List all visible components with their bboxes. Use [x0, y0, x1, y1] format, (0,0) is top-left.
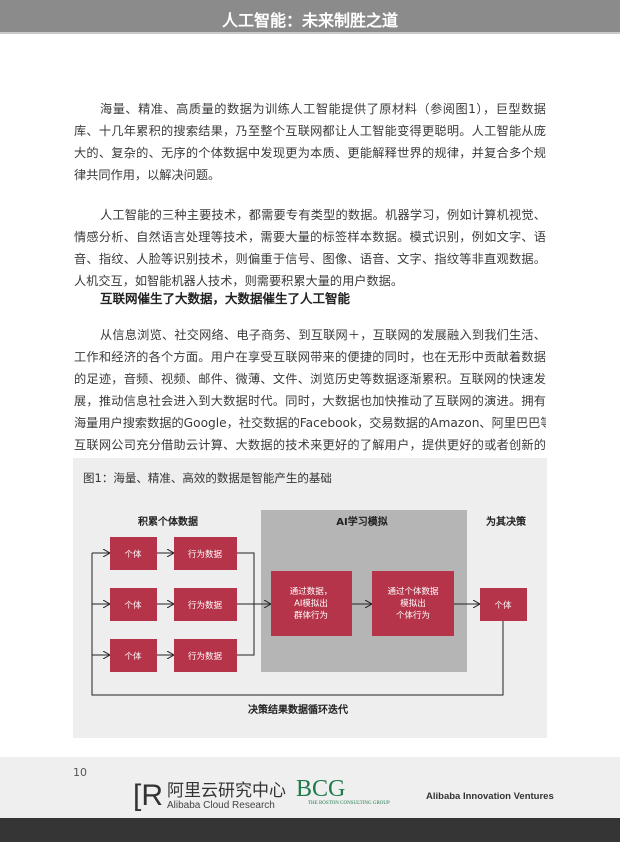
- text-line: 海量用户搜索数据的Google，社交数据的Facebook，交易数据的Amazo…: [74, 416, 546, 430]
- box-label: 行为数据: [188, 549, 223, 560]
- behavior-box-1: [174, 537, 237, 570]
- box-label: 个体: [124, 651, 142, 662]
- text-line: 大的、复杂的、无序的个体数据中发现更为本质、更能解释世界的规律，并复合多个规: [74, 146, 546, 160]
- text-line: 库、十几年累积的搜索结果，乃至整个互联网都让人工智能变得更聪明。人工智能从庞: [74, 124, 546, 138]
- section-label-left: 积累个体数据: [138, 515, 198, 528]
- text-line: 律共同作用，以解决问题。: [74, 168, 221, 182]
- box-label: 行为数据: [188, 600, 223, 611]
- paragraph-2: 人工智能的三种主要技术，都需要专有类型的数据。机器学习，例如计算机视觉、 情感分…: [74, 204, 546, 292]
- box-label: 个体: [124, 549, 142, 560]
- individual-simulation-box: [372, 571, 454, 636]
- loop-line: [91, 553, 504, 696]
- text-line: 人工智能的三种主要技术，都需要专有类型的数据。机器学习，例如计算机视觉、: [100, 208, 546, 222]
- page-number: 10: [73, 766, 87, 779]
- group-simulation-box: [271, 571, 352, 636]
- box-label: 个体: [494, 600, 512, 611]
- text-line: 音、指纹、人脸等识别技术，则偏重于信号、图像、语音、文字、指纹等非直观数据。: [74, 252, 546, 266]
- text-line: 海量、精准、高质量的数据为训练人工智能提供了原材料（参阅图1），巨型数据: [100, 102, 546, 116]
- text-line: 人机交互，如智能机器人技术，则需要积累大量的用户数据。: [74, 274, 404, 288]
- text-line: 展，推动信息社会进入到大数据时代。同时，大数据也加快推动了互联网的演进。拥有: [74, 394, 546, 408]
- bcg-mark: BCG: [296, 776, 346, 802]
- behavior-box-2: [174, 588, 237, 621]
- section-heading: 互联网催生了大数据，大数据催生了人工智能: [100, 291, 351, 306]
- bcg-subtitle: THE BOSTON CONSULTING GROUP: [308, 801, 390, 806]
- decision-individual-box: [480, 588, 527, 621]
- aiv-logo: Alibaba Innovation Ventures: [426, 791, 554, 802]
- box-label: 群体行为: [294, 610, 328, 621]
- header-bar: 人工智能：未来制胜之道: [0, 0, 620, 34]
- individual-box-2: [110, 588, 157, 621]
- box-label: 通过数据，: [290, 586, 333, 597]
- individual-box-3: [110, 639, 157, 672]
- r-logo-icon: [R: [133, 779, 163, 812]
- text-line: 工作和经济的各个方面。用户在享受互联网带来的便捷的同时，也在无形中贡献着数据: [74, 350, 546, 364]
- box-label: 个体: [124, 600, 142, 611]
- text-line: 情感分析、自然语言处理等技术，需要大量的标签样本数据。模式识别，例如文字、语: [74, 230, 546, 244]
- header-title: 人工智能：未来制胜之道: [221, 11, 398, 30]
- figure-1: 图1：海量、精准、高效的数据是智能产生的基础 积累个体数据 AI学习模拟 为其决…: [73, 458, 547, 738]
- bottom-bar: [0, 818, 620, 842]
- loop-label: 决策结果数据循环迭代: [248, 703, 348, 716]
- behavior-box-3: [174, 639, 237, 672]
- box-label: 个体行为: [396, 610, 430, 621]
- text-line: 从信息浏览、社交网络、电子商务、到互联网＋，互联网的发展融入到我们生活、: [100, 328, 546, 342]
- box-label: AI模拟出: [294, 598, 328, 609]
- figure-title: 图1：海量、精准、高效的数据是智能产生的基础: [83, 471, 332, 485]
- paragraph-1: 海量、精准、高质量的数据为训练人工智能提供了原材料（参阅图1），巨型数据 库、十…: [74, 98, 546, 186]
- paragraph-3: 从信息浏览、社交网络、电子商务、到互联网＋，互联网的发展融入到我们生活、 工作和…: [74, 324, 546, 456]
- bcg-logo: BCG THE BOSTON CONSULTING GROUP: [296, 777, 390, 806]
- individual-box-1: [110, 537, 157, 570]
- section-label-right: 为其决策: [486, 515, 527, 528]
- section-label-mid: AI学习模拟: [336, 515, 387, 528]
- logo-cn: 阿里云研究中心: [167, 780, 286, 801]
- box-label: 模拟出: [400, 598, 426, 609]
- text-line: 互联网公司充分借助云计算、大数据的技术来更好的了解用户，提供更好的或者创新的: [74, 438, 546, 452]
- box-label: 通过个体数据: [387, 586, 439, 597]
- text-line: 的足迹，音频、视频、邮件、微薄、文件、浏览历史等数据逐渐累积。互联网的快速发: [74, 372, 546, 386]
- footer: [0, 757, 620, 819]
- box-label: 行为数据: [188, 651, 223, 662]
- logo-en: Alibaba Cloud Research: [167, 799, 275, 811]
- flow-diagram: 图1：海量、精准、高效的数据是智能产生的基础 积累个体数据 AI学习模拟 为其决…: [83, 471, 527, 716]
